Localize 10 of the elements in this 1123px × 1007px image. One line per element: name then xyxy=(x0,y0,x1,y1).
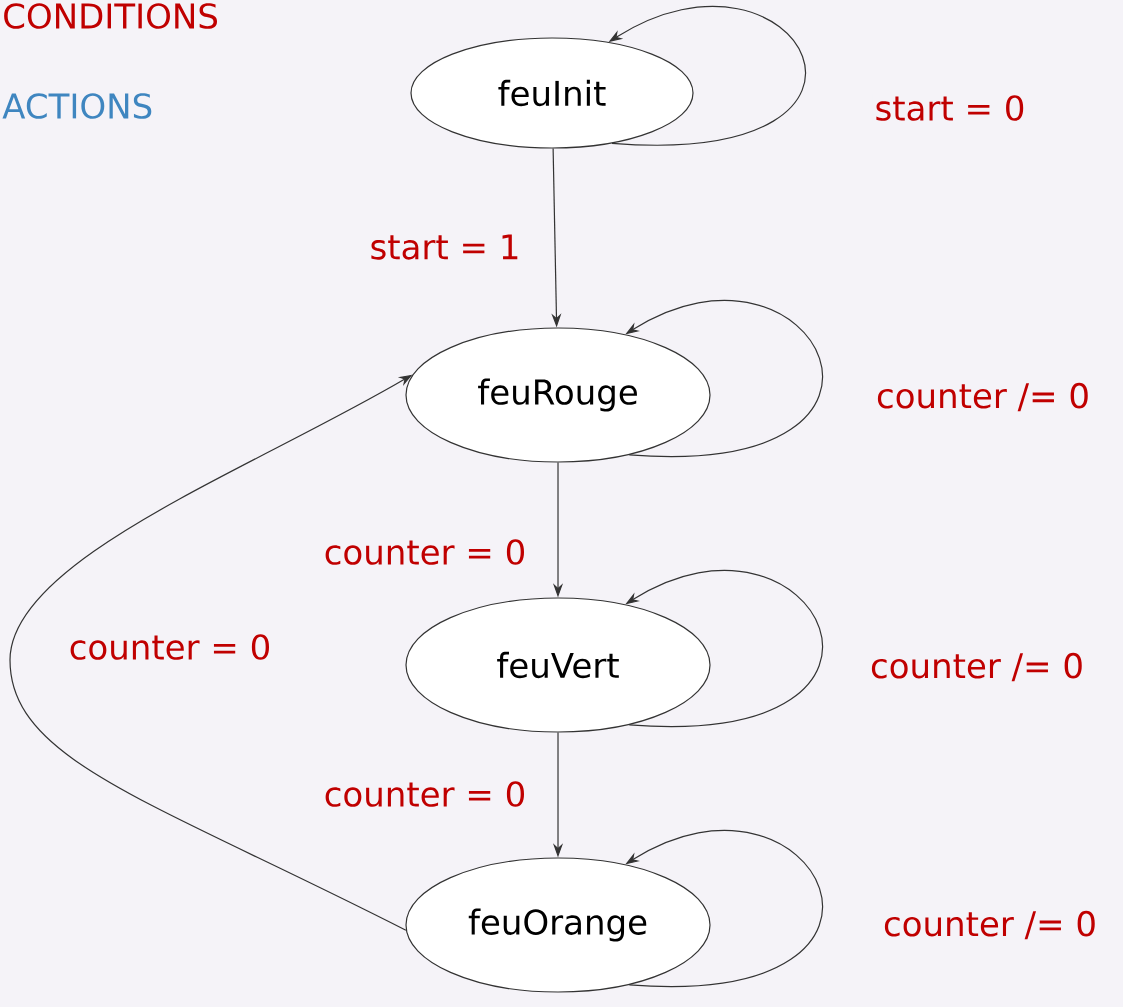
edge-label: start = 0 xyxy=(872,93,1028,123)
edge-label: counter /= 0 xyxy=(881,908,1099,942)
edge-label: counter /= 0 xyxy=(874,380,1092,414)
edge-label: counter /= 0 xyxy=(868,650,1086,684)
edge-label: counter = 0 xyxy=(321,537,529,567)
edge-label: counter = 0 xyxy=(321,779,529,809)
legend-text: CONDITIONS xyxy=(4,3,217,29)
edge-label: counter = 0 xyxy=(66,632,274,662)
edge-label: start = 1 xyxy=(367,232,523,262)
legend-text: ACTIONS xyxy=(2,93,152,119)
